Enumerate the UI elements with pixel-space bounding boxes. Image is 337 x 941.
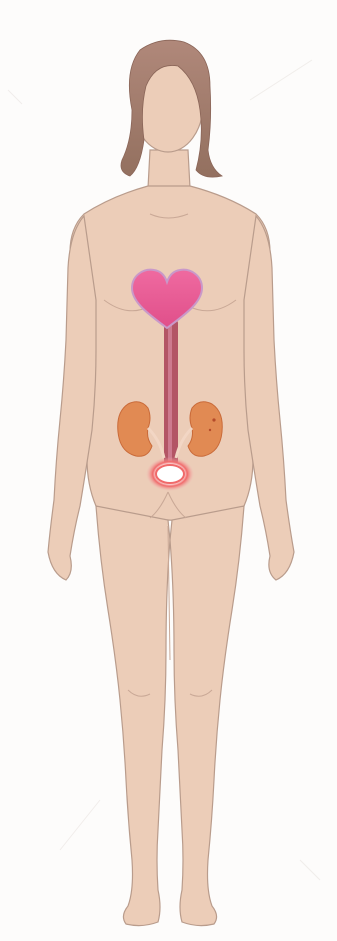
bladder xyxy=(146,457,194,491)
vessel xyxy=(164,320,178,464)
